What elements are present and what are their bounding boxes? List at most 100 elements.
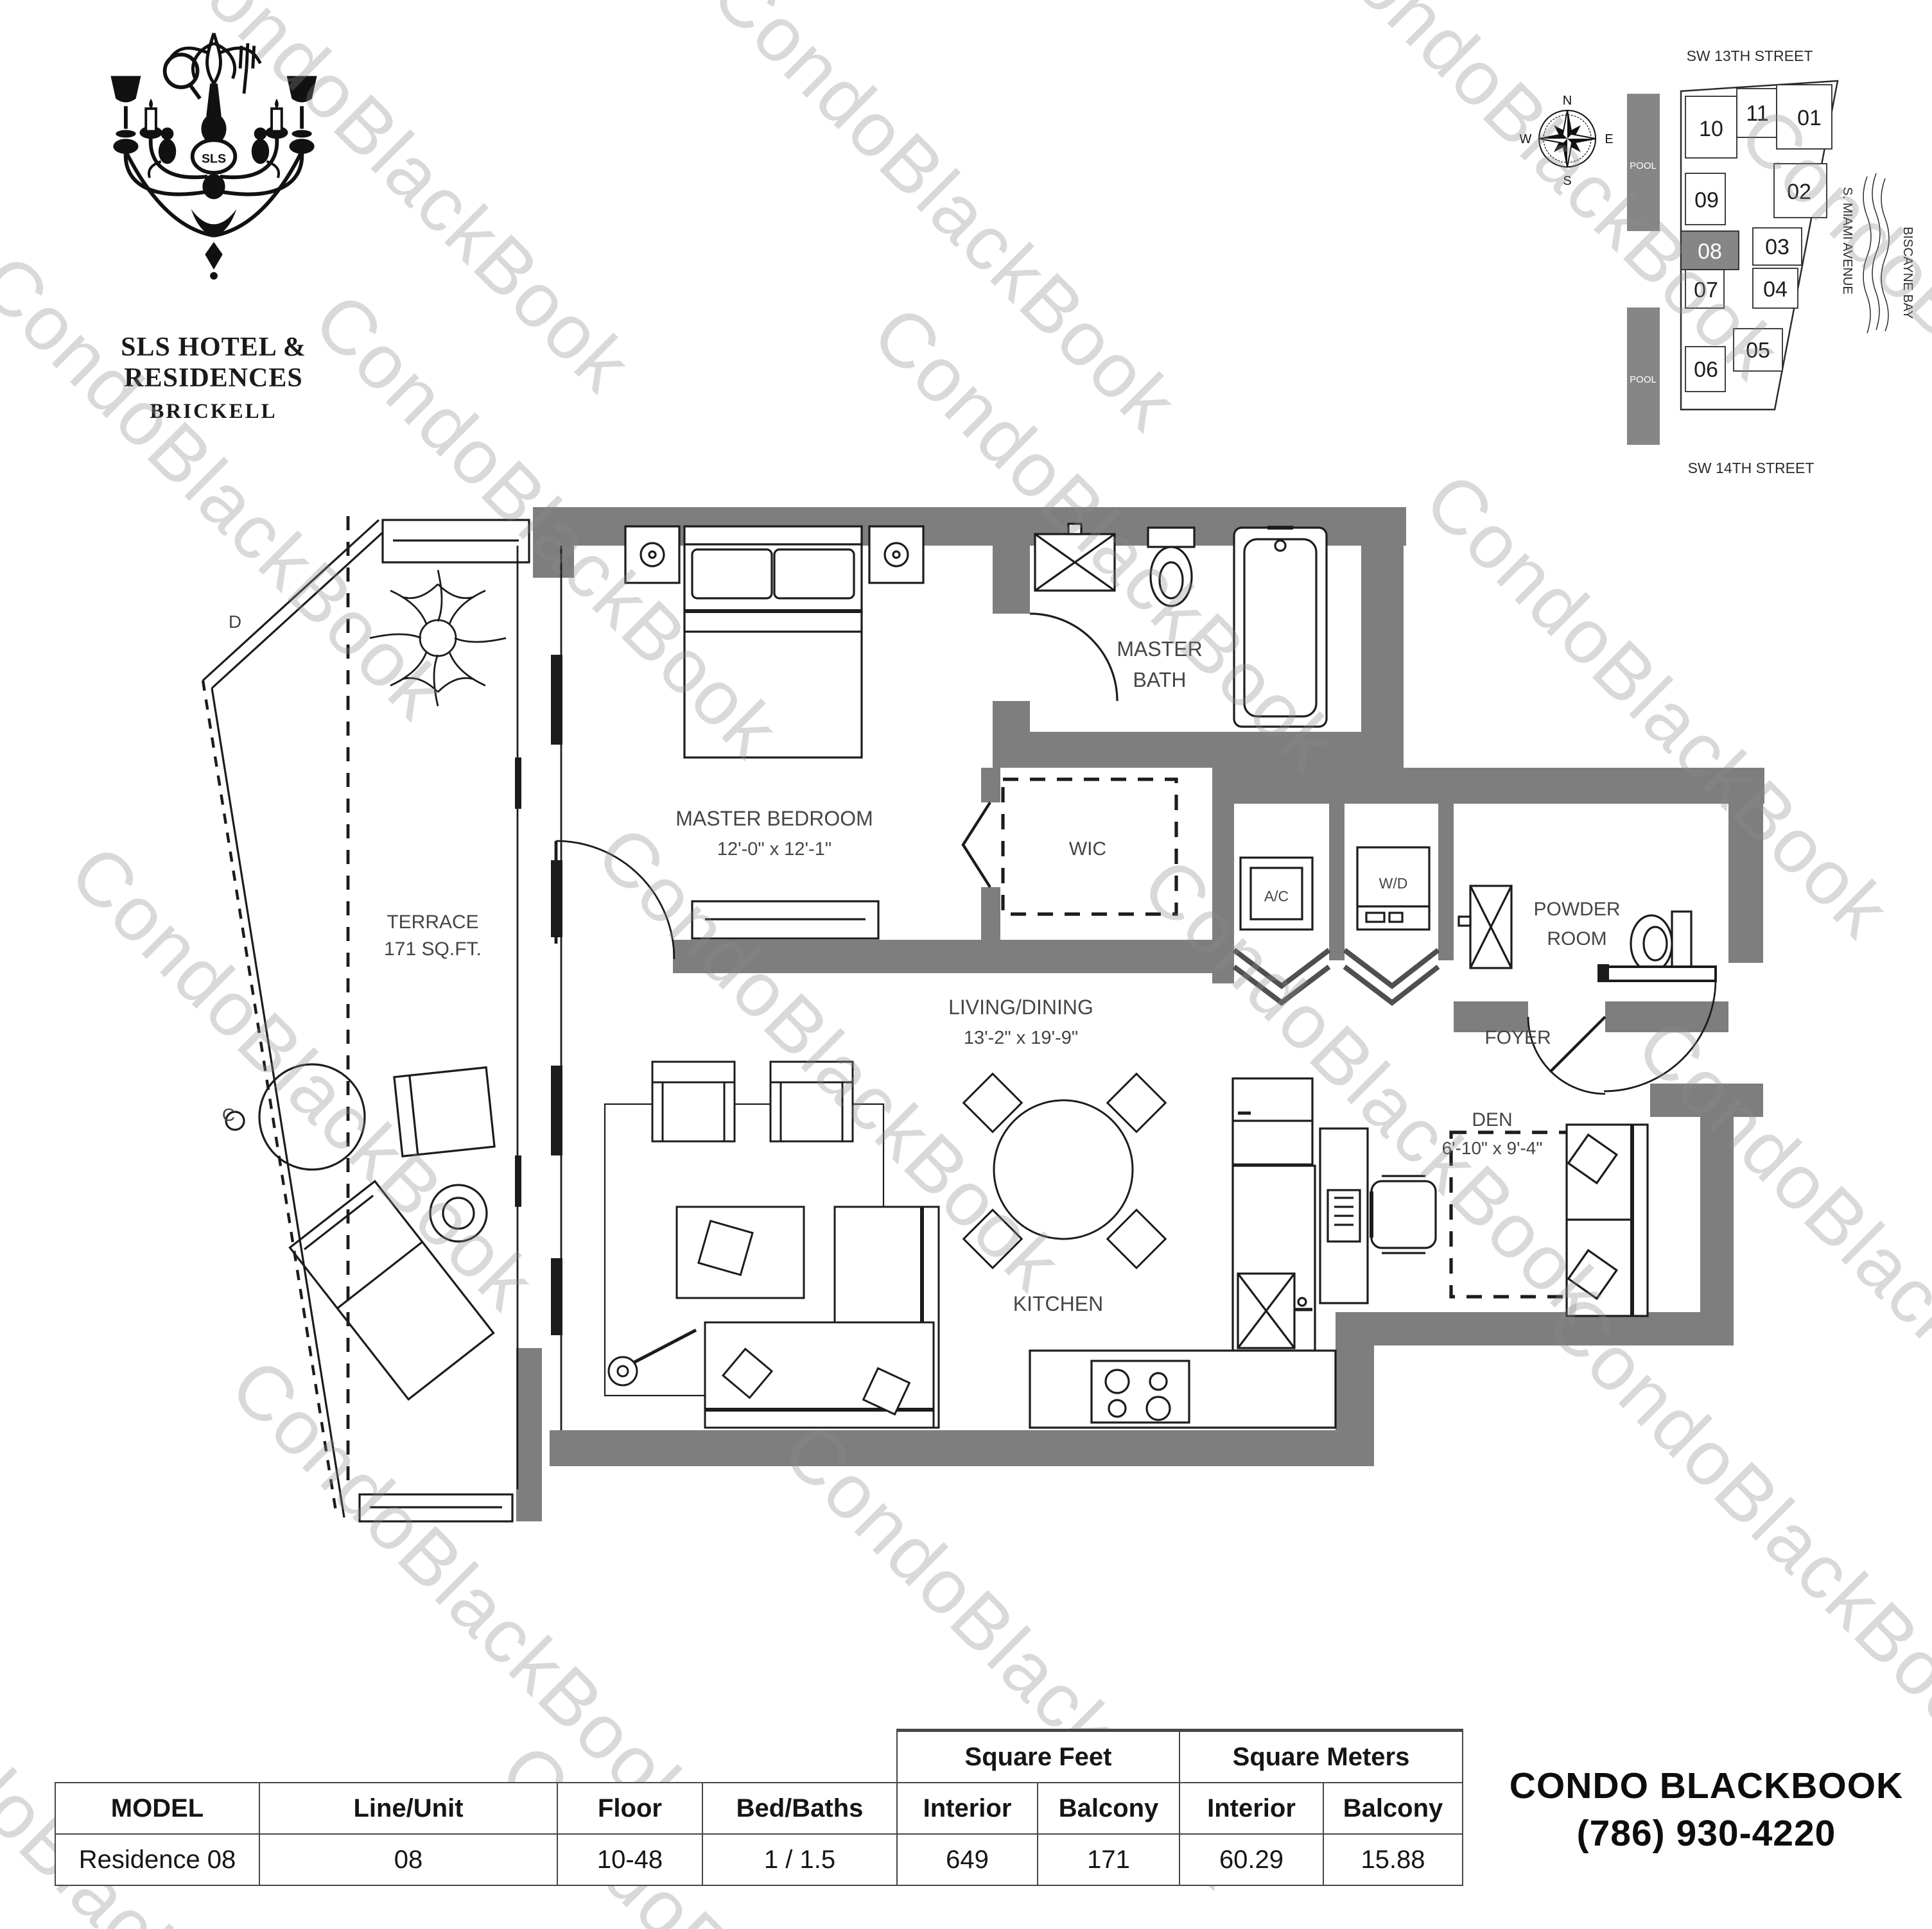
room-wic: WIC bbox=[961, 777, 1178, 916]
terrace-lounge-chair-icon bbox=[288, 1179, 495, 1401]
armchair-icon bbox=[769, 1060, 854, 1143]
living-dining-label: LIVING/DINING bbox=[948, 996, 1093, 1019]
cell-model: Residence 08 bbox=[55, 1833, 260, 1886]
room-living-dining: LIVING/DINING 13'-2" x 19'-9" bbox=[604, 996, 1167, 1429]
floor-lamp-icon bbox=[607, 1328, 697, 1387]
toilet-icon bbox=[1147, 526, 1196, 607]
unit-number: 05 bbox=[1746, 338, 1770, 363]
col-header-model: MODEL bbox=[55, 1782, 260, 1835]
compass-w: W bbox=[1520, 132, 1532, 146]
cell-interior-sqm: 60.29 bbox=[1179, 1833, 1324, 1886]
unit-spec-table: Square Feet Square Meters MODEL Line/Uni… bbox=[55, 1729, 1463, 1886]
keyplan-unit-07 bbox=[1685, 269, 1725, 309]
keyplan-unit-01 bbox=[1776, 84, 1832, 150]
room-den: DEN 6'-10" x 9'-4" bbox=[1319, 1109, 1649, 1317]
col-header-bed-baths: Bed/Baths bbox=[702, 1782, 898, 1835]
nightstand-icon bbox=[868, 525, 925, 584]
den-label: DEN bbox=[1472, 1109, 1512, 1130]
wic-label: WIC bbox=[1069, 838, 1106, 860]
walls bbox=[516, 507, 1764, 1521]
table-data-row: Residence 08 08 10-48 1 / 1.5 649 171 60… bbox=[55, 1833, 1463, 1886]
room-master-bath: MASTER BATH bbox=[1029, 523, 1328, 728]
bed-icon bbox=[683, 525, 863, 759]
keyplan-unit-10 bbox=[1685, 96, 1737, 159]
cooktop-icon bbox=[1090, 1360, 1190, 1424]
unit-number: 04 bbox=[1763, 277, 1788, 302]
room-powder: POWDER ROOM bbox=[1458, 885, 1693, 1095]
unit-number: 11 bbox=[1746, 101, 1768, 126]
contact-phone: (786) 930-4220 bbox=[1576, 1813, 1836, 1855]
watermark: CondoBlackBook bbox=[695, 0, 1194, 447]
keyplan-unit-08-highlighted bbox=[1680, 230, 1739, 270]
col-header-line-unit: Line/Unit bbox=[259, 1782, 558, 1835]
bath-sink-icon bbox=[1034, 523, 1116, 592]
keyplan-unit-02 bbox=[1773, 163, 1827, 218]
keyplan-block: N S W E SW 13TH STREET SW 14TH STREET PO… bbox=[1483, 13, 1932, 494]
washer-dryer-icon bbox=[1356, 846, 1431, 931]
street-top-label: SW 13TH STREET bbox=[1687, 48, 1813, 64]
unit-number: 09 bbox=[1694, 188, 1719, 212]
dresser-icon bbox=[691, 900, 880, 940]
keyplan-unit-09 bbox=[1685, 173, 1726, 225]
utility-closets: A/C W/D bbox=[1232, 846, 1440, 1007]
keyplan-unit-06 bbox=[1685, 346, 1726, 392]
master-bath-label: MASTER bbox=[1117, 637, 1202, 661]
dining-table-icon bbox=[962, 1072, 1167, 1270]
col-header-balcony-sqft: Balcony bbox=[1037, 1782, 1180, 1835]
cell-bed-baths: 1 / 1.5 bbox=[702, 1833, 898, 1886]
pool-area-south bbox=[1627, 307, 1660, 445]
sofa-icon bbox=[704, 1206, 940, 1429]
powder-sink-icon bbox=[1458, 885, 1513, 969]
keyplan-unit-04 bbox=[1752, 268, 1798, 309]
terrace-marker-d: D bbox=[229, 612, 241, 632]
coffee-table-icon bbox=[675, 1206, 805, 1299]
nightstand-icon bbox=[624, 525, 681, 584]
compass-e: E bbox=[1605, 132, 1613, 146]
ac-label: A/C bbox=[1264, 888, 1289, 904]
living-dining-dims: 13'-2" x 19'-9" bbox=[964, 1028, 1078, 1048]
table-group-header-row: Square Feet Square Meters bbox=[55, 1729, 1463, 1783]
terrace-chair-icon bbox=[393, 1066, 496, 1157]
unit-number: 10 bbox=[1699, 117, 1723, 141]
compass-n: N bbox=[1563, 94, 1572, 108]
ac-closet-icon bbox=[1239, 856, 1314, 931]
fridge-icon bbox=[1231, 1077, 1314, 1166]
compass-rose-icon: N S W E bbox=[1520, 94, 1614, 188]
pool-label: POOL bbox=[1630, 160, 1657, 171]
contact-block: CONDO BLACKBOOK (786) 930-4220 bbox=[1483, 1762, 1929, 1857]
den-sofa-icon bbox=[1565, 1123, 1649, 1317]
logo-monogram: SLS bbox=[201, 151, 225, 166]
bay-label: BISCAYNE BAY bbox=[1901, 227, 1915, 319]
unit-number: 01 bbox=[1797, 106, 1822, 130]
unit-number: 02 bbox=[1787, 180, 1811, 204]
closet-louver-icon bbox=[1232, 947, 1440, 1007]
powder-door-icon bbox=[1527, 1016, 1606, 1095]
terrace-table-icon bbox=[225, 1063, 366, 1171]
col-header-floor: Floor bbox=[557, 1782, 703, 1835]
avenue-label: S. MIAMI AVENUE bbox=[1840, 187, 1854, 294]
powder-label2: ROOM bbox=[1547, 928, 1606, 949]
bedroom-door-icon bbox=[554, 840, 675, 960]
unit-number: 03 bbox=[1765, 235, 1789, 259]
terrace: D C TERRACE 171 SQ.FT. bbox=[201, 516, 530, 1523]
foyer: FOYER bbox=[1484, 964, 1717, 1093]
keyplan-unit-11 bbox=[1736, 88, 1777, 138]
terrace-plant-icon bbox=[369, 569, 507, 707]
kitchen-label: KITCHEN bbox=[1013, 1292, 1103, 1315]
compass-s: S bbox=[1563, 174, 1571, 188]
brand-location: BRICKELL bbox=[150, 400, 277, 423]
contact-name: CONDO BLACKBOOK bbox=[1509, 1765, 1904, 1806]
entry-door-leaf-icon bbox=[1605, 965, 1717, 982]
window-wall bbox=[515, 546, 562, 1489]
sls-chandelier-logo-icon: SLS bbox=[110, 33, 317, 280]
col-header-interior-sqm: Interior bbox=[1179, 1782, 1324, 1835]
wd-label: W/D bbox=[1379, 875, 1408, 892]
group-header-square-meters: Square Meters bbox=[1179, 1729, 1463, 1783]
unit-number: 06 bbox=[1694, 358, 1718, 382]
wic-bifold-door-icon bbox=[961, 801, 991, 888]
unit-number: 07 bbox=[1694, 278, 1718, 302]
terrace-label: TERRACE bbox=[387, 912, 478, 933]
armchair-icon bbox=[651, 1060, 736, 1143]
cell-balcony-sqm: 15.88 bbox=[1323, 1833, 1463, 1886]
